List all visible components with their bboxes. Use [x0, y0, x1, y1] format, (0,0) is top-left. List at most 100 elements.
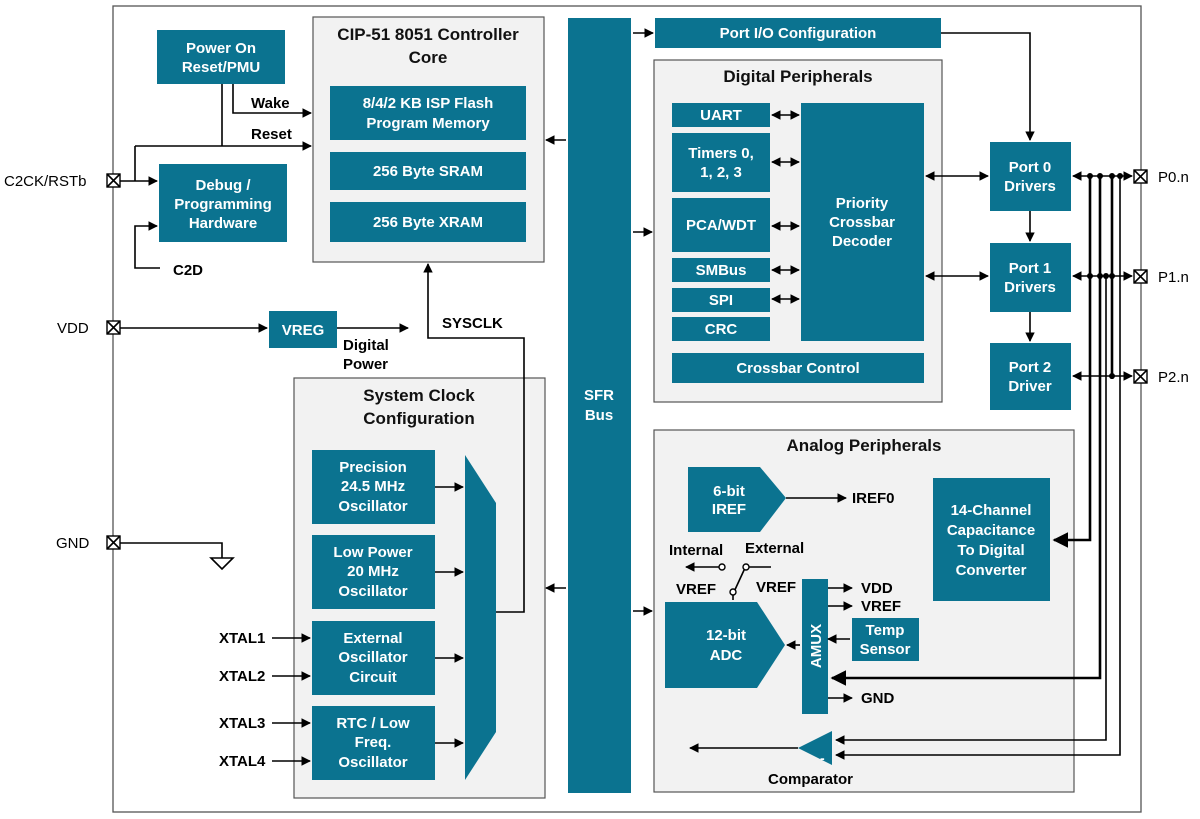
switch-pivot: [729, 588, 737, 596]
spi-block: [672, 288, 770, 312]
wake-label: Wake: [251, 95, 290, 112]
amux-block: [802, 579, 828, 714]
sram-block: [330, 152, 526, 190]
pin-c2ck-label: C2CK/RSTb: [4, 173, 87, 190]
port0-drivers-block: [990, 142, 1071, 211]
reset-label: Reset: [251, 126, 292, 143]
vreg-block: [269, 311, 337, 348]
pin-c2ck: [106, 173, 121, 188]
uart-label: UART: [700, 107, 742, 124]
comparator-block: [798, 731, 832, 765]
pin-p2-label: P2.n: [1158, 369, 1189, 386]
pin-vdd: [106, 320, 121, 335]
external-osc-block: [312, 621, 435, 695]
rtc-osc-block: [312, 706, 435, 780]
amux-vdd-label: VDD: [861, 580, 893, 597]
port-io-config-label: Port I/O Configuration: [720, 25, 877, 42]
pin-p1: [1133, 269, 1148, 284]
switch-internal-contact: [718, 563, 726, 571]
xtal4-label: XTAL4: [219, 753, 266, 770]
pca-wdt-label: PCA/WDT: [686, 217, 756, 234]
vref-external-label: VREF: [756, 579, 796, 596]
pin-vdd-label: VDD: [57, 320, 89, 337]
xtal1-label: XTAL1: [219, 630, 265, 647]
crossbar-decoder-block: [801, 103, 924, 341]
pin-p0-label: P0.n: [1158, 169, 1189, 186]
vreg-label: VREG: [282, 322, 325, 339]
sram-label: 256 Byte SRAM: [373, 163, 483, 180]
xtal2-label: XTAL2: [219, 668, 265, 685]
vref-internal-label: VREF: [676, 581, 716, 598]
pca-wdt-block: [672, 198, 770, 252]
switch-external-contact: [742, 563, 750, 571]
comparator-label: Comparator: [768, 771, 853, 788]
temp-sensor-block: [852, 618, 919, 661]
comparator-plus-label: +: [835, 733, 843, 749]
xram-label: 256 Byte XRAM: [373, 214, 483, 231]
crossbar-control-label: Crossbar Control: [736, 360, 859, 377]
adc-block: [665, 602, 785, 688]
pin-gnd: [106, 535, 121, 550]
port2-driver-block: [990, 343, 1071, 410]
amux-gnd-label: GND: [861, 690, 895, 707]
c2d-label: C2D: [173, 262, 203, 279]
smbus-block: [672, 258, 770, 282]
xtal3-label: XTAL3: [219, 715, 265, 732]
power-on-reset-block: [157, 30, 285, 84]
wires: [120, 28, 1133, 766]
cap-to-digital-block: [933, 478, 1050, 601]
timers-label: Timers 0,1, 2, 3: [688, 145, 754, 181]
iref0-label: IREF0: [852, 490, 895, 507]
analog-title: Analog Peripherals: [787, 436, 942, 455]
digital-title: Digital Peripherals: [723, 67, 872, 86]
debug-block: [159, 164, 287, 242]
clock-mux: [465, 455, 496, 780]
pin-p1-label: P1.n: [1158, 269, 1189, 286]
pin-p0: [1133, 169, 1148, 184]
port1-drivers-block: [990, 243, 1071, 312]
uart-block: [672, 103, 770, 127]
smbus-label: SMBus: [696, 262, 747, 279]
junction-dots: [1087, 173, 1123, 379]
amux-vref-label: VREF: [861, 598, 901, 615]
lowpower-osc-block: [312, 535, 435, 609]
pin-gnd-label: GND: [56, 535, 90, 552]
crc-block: [672, 317, 770, 341]
precision-osc-block: [312, 450, 435, 524]
spi-label: SPI: [709, 292, 733, 309]
comparator-minus-label: -: [820, 750, 825, 766]
external-label: External: [745, 540, 804, 557]
timers-block: [672, 133, 770, 192]
crc-label: CRC: [705, 321, 738, 338]
internal-label: Internal: [669, 542, 723, 559]
crossbar-control-block: [672, 353, 924, 383]
port-io-config-block: [655, 18, 941, 48]
flash-block: [330, 86, 526, 140]
iref-block: [688, 467, 786, 532]
sfr-bus: [568, 18, 631, 793]
sysclk-label: SYSCLK: [442, 315, 503, 332]
amux-label: AMUX: [808, 624, 825, 668]
pin-p2: [1133, 369, 1148, 384]
